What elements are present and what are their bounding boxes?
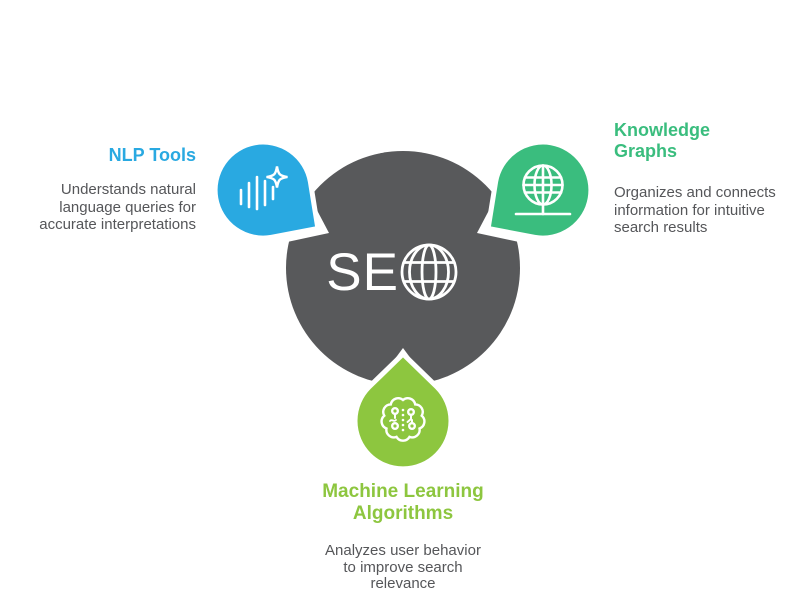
node-title-knowledge-graphs: Knowledge Graphs [614, 120, 711, 161]
globe-stand-icon [514, 164, 572, 216]
sparkle-icon [266, 166, 288, 188]
node-description-knowledge-graphs: Organizes and connects information for i… [614, 184, 776, 236]
node-title-nlp-tools: NLP Tools [108, 145, 196, 165]
brain-circuit-icon [380, 397, 426, 442]
node-bubble-nlp-tools [212, 139, 321, 241]
node-bubble-machine-learning [352, 350, 454, 472]
seo-globe-icon [400, 243, 458, 301]
node-description-machine-learning: Analyzes user behavior to improve search… [325, 542, 481, 592]
seo-label: SE [326, 243, 399, 302]
voice-waveform-sparkle-icon [239, 166, 288, 211]
node-description-nlp-tools: Understands natural language queries for… [39, 181, 196, 233]
node-title-machine-learning: Machine Learning Algorithms [322, 481, 484, 524]
